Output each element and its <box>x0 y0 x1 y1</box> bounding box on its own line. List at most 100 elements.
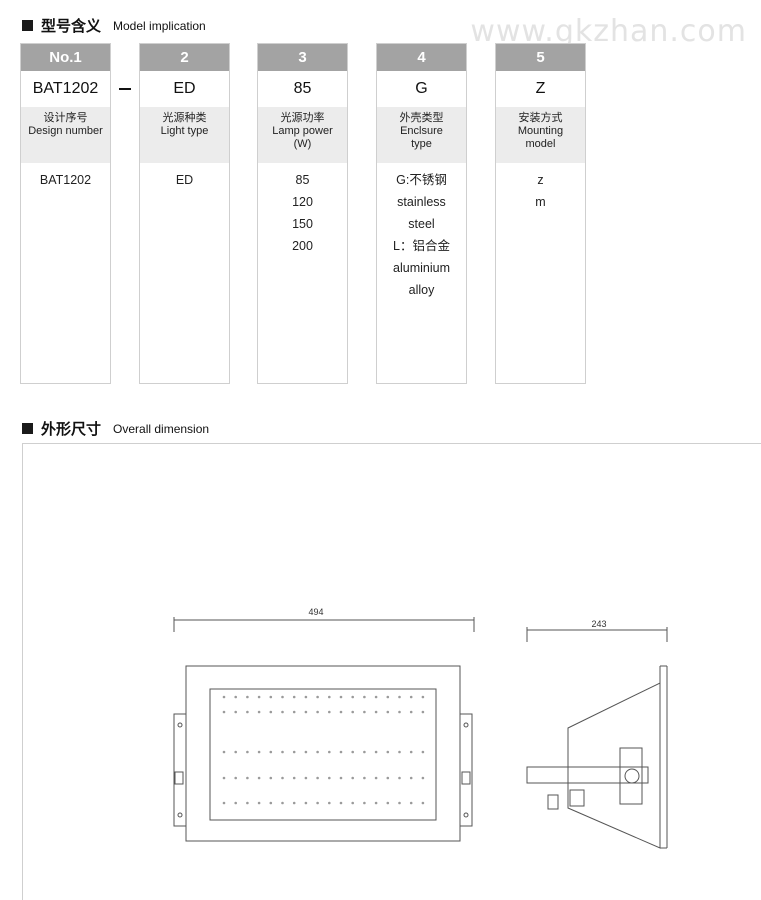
led-dot <box>222 776 226 780</box>
column-code: 85 <box>293 80 312 97</box>
column-label-zh: 光源功率 <box>280 112 325 124</box>
led-dot <box>328 695 331 699</box>
value-item: 85 <box>295 173 310 187</box>
led-dot <box>421 750 425 754</box>
column-header: 5 <box>496 44 585 71</box>
led-dot <box>328 710 331 714</box>
led-dot <box>421 776 425 780</box>
led-dot <box>339 695 343 699</box>
value-item: stainless <box>397 195 446 209</box>
value-item: G:不锈钢 <box>396 173 447 187</box>
led-dot <box>304 776 308 780</box>
column-label: 安装方式 Mounting model <box>496 107 585 163</box>
led-dot <box>257 801 261 805</box>
bullet-square-icon <box>22 20 33 31</box>
led-dot <box>328 801 331 805</box>
led-dot <box>246 750 249 754</box>
led-dot <box>234 776 237 780</box>
led-dot <box>281 776 284 780</box>
column-label-zh: 安装方式 <box>518 112 563 124</box>
model-column-1: No.1 BAT1202 设计序号 Design number BAT1202 <box>20 43 111 384</box>
led-dot <box>292 776 296 780</box>
column-code: BAT1202 <box>32 80 99 97</box>
led-dot <box>409 801 413 805</box>
led-dot <box>222 801 226 805</box>
value-item: 200 <box>292 239 313 253</box>
led-dot <box>304 801 308 805</box>
led-dot <box>257 695 261 699</box>
column-code: G <box>415 80 428 97</box>
value-item: aluminium <box>393 261 450 275</box>
bracket-bolt-left <box>174 771 184 785</box>
led-dot <box>246 801 249 805</box>
led-dot <box>292 710 296 714</box>
cable-gland-icon <box>547 794 559 810</box>
led-dot <box>363 695 366 699</box>
section-title-dimension: 外形尺寸 Overall dimension <box>22 418 209 439</box>
front-bracket-left <box>173 713 187 827</box>
section-title-zh: 外形尺寸 <box>41 421 102 438</box>
column-label: 光源功率 Lamp power (W) <box>258 107 347 163</box>
led-dot <box>328 776 331 780</box>
led-dot <box>304 695 308 699</box>
led-dot <box>281 695 284 699</box>
led-dot <box>222 750 226 754</box>
led-dot <box>234 710 237 714</box>
led-dot <box>386 776 390 780</box>
led-dot <box>316 801 319 805</box>
led-dot <box>316 710 319 714</box>
led-dot <box>269 750 273 754</box>
led-dot <box>409 710 413 714</box>
led-dot <box>421 695 425 699</box>
side-view-housing <box>567 682 661 849</box>
column-label-en: Lamp power (W) <box>272 125 333 150</box>
column-header: 3 <box>258 44 347 71</box>
led-dot <box>363 776 366 780</box>
front-bracket-right <box>459 713 473 827</box>
pivot-bolt-icon <box>624 768 640 784</box>
led-dot <box>351 750 355 754</box>
led-dot <box>222 710 226 714</box>
column-label: 外壳类型 Enclsure type <box>377 107 466 163</box>
led-dot <box>351 695 355 699</box>
bracket-hole-icon <box>177 812 183 818</box>
column-label-zh: 外壳类型 <box>399 112 444 124</box>
value-item: z <box>537 173 544 187</box>
led-dot <box>398 695 401 699</box>
led-dot <box>398 710 401 714</box>
model-column-2: 2 ED 光源种类 Light type ED <box>139 43 230 384</box>
front-view-panel <box>209 688 437 821</box>
led-dot <box>281 710 284 714</box>
led-dot <box>281 750 284 754</box>
led-dot <box>363 801 366 805</box>
divider-line <box>22 443 761 444</box>
led-dot <box>351 776 355 780</box>
led-dot <box>351 801 355 805</box>
led-dot <box>339 750 343 754</box>
section-title-en: Model implication <box>113 18 206 33</box>
column-label-en: Enclsure type <box>400 125 443 150</box>
led-dot <box>409 750 413 754</box>
led-dot <box>374 776 378 780</box>
led-dot <box>257 776 261 780</box>
section-title-model: 型号含义 Model implication <box>22 15 206 36</box>
led-dot <box>421 801 425 805</box>
led-dot <box>316 750 319 754</box>
column-header: 2 <box>140 44 229 71</box>
led-dot <box>374 695 378 699</box>
value-item: BAT1202 <box>39 173 92 187</box>
column-label-zh: 光源种类 <box>162 112 207 124</box>
led-dot <box>398 801 401 805</box>
led-dot <box>386 750 390 754</box>
dim-label-width: 494 <box>308 607 323 617</box>
column-label-zh: 设计序号 <box>43 112 88 124</box>
column-label-en: Design number <box>28 125 103 137</box>
value-item: L：铝合金 <box>393 239 450 253</box>
led-dot <box>269 776 273 780</box>
led-dot <box>374 750 378 754</box>
led-dot <box>363 710 366 714</box>
